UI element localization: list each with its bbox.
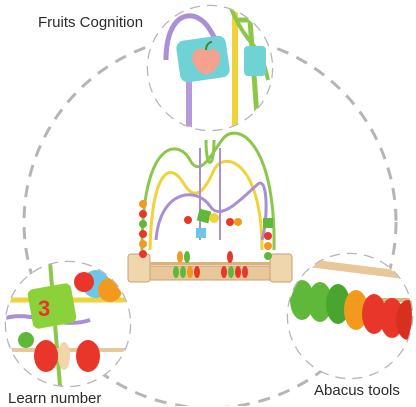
detail-right-content bbox=[288, 254, 412, 378]
detail-top-content bbox=[148, 6, 272, 130]
bead-maze-toy bbox=[127, 131, 293, 283]
learn-number-label: Learn number bbox=[8, 390, 102, 407]
svg-text:3: 3 bbox=[38, 296, 50, 321]
apple-block-icon bbox=[176, 35, 230, 83]
middle-bead-cluster bbox=[184, 208, 242, 238]
toy-base-left-post bbox=[127, 253, 151, 283]
abacus-row-beads bbox=[173, 251, 248, 278]
abacus-tools-label: Abacus tools bbox=[314, 382, 400, 399]
wire-green-arch bbox=[140, 131, 276, 251]
fruits-cognition-label: Fruits Cognition bbox=[38, 14, 144, 31]
detail-left-content: 3 bbox=[6, 262, 130, 386]
wire-green-center bbox=[204, 139, 216, 164]
wire-purple-center bbox=[199, 148, 221, 240]
right-bead-stack bbox=[263, 218, 273, 260]
toy-base-right-post bbox=[269, 253, 293, 283]
abacus-bar-top bbox=[150, 262, 270, 265]
wire-purple-loop bbox=[154, 181, 268, 241]
number-three-block-icon: 3 bbox=[27, 283, 77, 329]
dashed-guide-circle bbox=[22, 34, 398, 406]
left-bead-stack bbox=[139, 200, 147, 258]
wire-yellow-arch bbox=[148, 160, 264, 251]
toy-base bbox=[133, 265, 287, 281]
